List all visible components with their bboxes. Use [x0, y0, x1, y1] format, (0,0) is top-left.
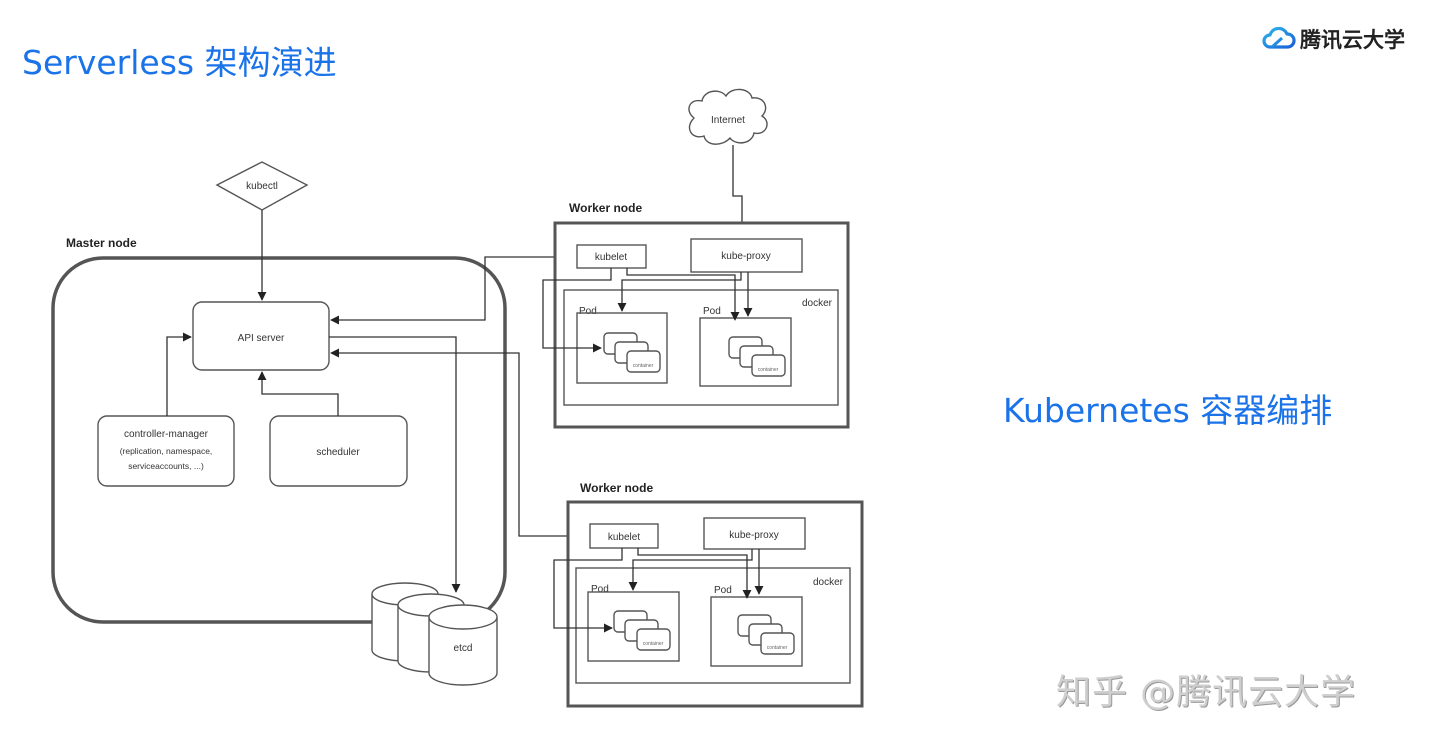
- kube-proxy-label: kube-proxy: [729, 530, 778, 541]
- api-server-node: API server: [192, 301, 330, 371]
- pod-label: Pod: [714, 585, 732, 596]
- cloud-icon: [1262, 27, 1296, 49]
- kubectl-label: kubectl: [246, 181, 278, 192]
- etcd-cylinder: [428, 604, 498, 686]
- kubelet-to-pod2-arrow: [637, 548, 752, 599]
- watermark: 知乎 @腾讯云大学: [1056, 673, 1357, 713]
- docker-label: docker: [813, 577, 844, 588]
- scheduler-to-api-arrow: [257, 371, 339, 416]
- docker-label: docker: [802, 298, 833, 309]
- controller-manager-line2: (replication, namespace,: [120, 446, 213, 456]
- controller-to-api-arrow: [166, 332, 192, 416]
- kube-proxy-node: [690, 238, 803, 273]
- pod-frame: [699, 317, 792, 387]
- worker-node-2: Worker node kubelet kube-proxy docker Po…: [553, 481, 864, 708]
- worker-node-label: Worker node: [569, 201, 642, 215]
- kubelet-node: [589, 523, 659, 549]
- pod-label: Pod: [579, 306, 597, 317]
- side-caption: Kubernetes 容器编排: [1003, 391, 1333, 430]
- api-server-label: API server: [238, 333, 285, 344]
- controller-manager-line3: serviceaccounts, ...): [128, 461, 204, 471]
- container-stack: container: [613, 610, 671, 651]
- proxy-to-pod1-arrow: [617, 272, 742, 312]
- container-stack: container: [728, 336, 786, 377]
- slide-title: Serverless 架构演进: [22, 43, 337, 82]
- etcd-cluster: etcd: [371, 582, 498, 686]
- api-worker1-kubelet-link: [330, 252, 573, 325]
- proxy-to-pod1-arrow: [628, 549, 753, 591]
- internet-label: Internet: [711, 115, 745, 126]
- kubectl-node: kubectl: [215, 161, 309, 211]
- kube-proxy-label: kube-proxy: [721, 251, 770, 262]
- kubelet-to-pod1-arrow: [553, 548, 623, 633]
- scheduler-node: scheduler: [269, 415, 408, 487]
- pod-frame: [710, 596, 803, 667]
- controller-manager-title: controller-manager: [124, 429, 209, 440]
- worker-node-label: Worker node: [580, 481, 653, 495]
- pod-label: Pod: [703, 306, 721, 317]
- api-worker2-kubelet-link: [330, 348, 587, 541]
- brand-logo: 腾讯云大学: [1262, 24, 1405, 54]
- pod-frame: [587, 591, 680, 662]
- container-label: container: [643, 641, 664, 647]
- etcd-label: etcd: [454, 643, 473, 654]
- container-label: container: [758, 367, 779, 373]
- docker-frame: [575, 567, 851, 684]
- container-stack: container: [737, 614, 795, 655]
- pod-label: Pod: [591, 584, 609, 595]
- logo-text: 腾讯云大学: [1300, 28, 1405, 52]
- container-label: container: [633, 363, 654, 369]
- controller-manager-node: controller-manager (replication, namespa…: [97, 415, 235, 487]
- kubelet-label: kubelet: [608, 532, 640, 543]
- master-node-label: Master node: [66, 236, 137, 250]
- scheduler-label: scheduler: [316, 447, 360, 458]
- kubelet-to-pod2-arrow: [626, 268, 740, 321]
- kubelet-to-pod1-arrow: [542, 268, 612, 353]
- kubelet-label: kubelet: [595, 252, 627, 263]
- kube-proxy-node: [703, 517, 806, 550]
- container-stack: container: [603, 332, 661, 373]
- worker-node-1: Worker node kubelet kube-proxy docker Po…: [542, 201, 850, 429]
- internet-cloud: Internet: [688, 88, 768, 145]
- internet-to-proxy-arrow: [732, 145, 747, 238]
- container-label: container: [767, 645, 788, 651]
